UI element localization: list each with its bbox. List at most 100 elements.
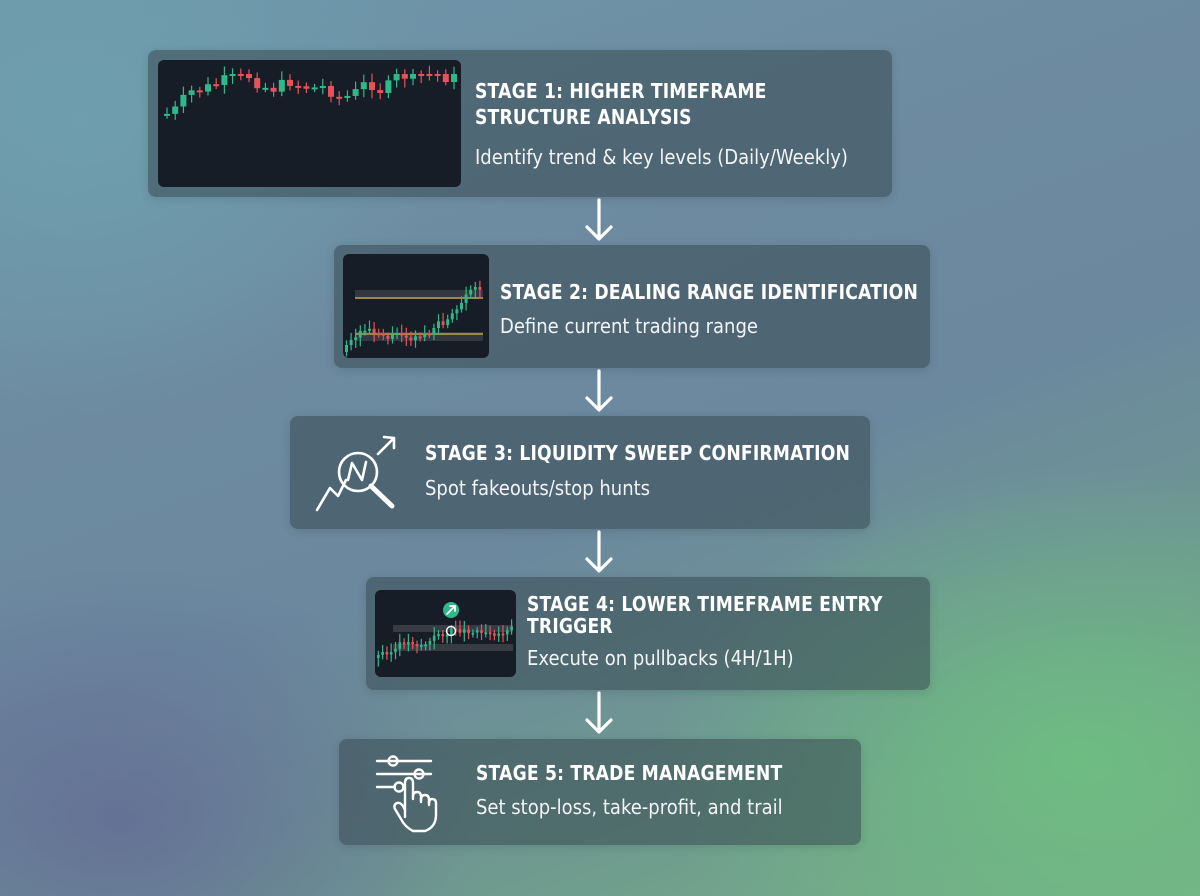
candle-body — [287, 79, 293, 86]
candle-body — [336, 96, 343, 99]
candle-body — [451, 74, 457, 83]
candle-body — [401, 74, 408, 79]
candle-body — [404, 335, 408, 338]
candle-body — [377, 654, 380, 658]
down-arrow-icon — [585, 198, 613, 241]
candle-body — [415, 644, 419, 647]
candle-body — [381, 651, 384, 655]
candle-body — [328, 86, 334, 97]
level-zone-high — [393, 625, 513, 632]
candle-body — [229, 74, 236, 76]
candle-body — [180, 94, 187, 107]
candle-body — [196, 90, 203, 93]
down-arrow-icon — [585, 691, 613, 734]
stage-1-card: STAGE 1: HIGHER TIMEFRAME STRUCTURE ANAL… — [148, 50, 892, 197]
candle-body — [311, 87, 318, 90]
candle-body — [471, 632, 475, 635]
candle-body — [345, 344, 348, 352]
candle-body — [437, 634, 440, 637]
candle-body — [501, 633, 505, 636]
candle-body — [303, 86, 310, 89]
candle-body — [389, 652, 393, 655]
candle-body — [385, 80, 392, 93]
candle-body — [445, 634, 449, 637]
candle-body — [450, 313, 454, 320]
candle-body — [467, 629, 470, 634]
stage-3-subtitle: Spot fakeouts/stop hunts — [425, 476, 651, 500]
level-zone-low — [393, 644, 513, 651]
candle-body — [205, 84, 211, 92]
candle-body — [278, 79, 285, 92]
candle-body — [246, 74, 252, 79]
candle-body — [377, 333, 381, 336]
candle-body — [395, 333, 399, 336]
candle-body — [497, 633, 500, 636]
candle-body — [473, 287, 477, 290]
candle-body — [418, 74, 425, 76]
candle-body — [455, 309, 459, 314]
candle-body — [409, 337, 413, 341]
candle-body — [295, 85, 302, 88]
candle-body — [368, 328, 371, 331]
candle-body — [510, 626, 513, 631]
stage-4-title: STAGE 4: LOWER TIMEFRAME ENTRY TRIGGER — [527, 592, 883, 638]
sliders-hand-icon — [375, 755, 438, 833]
candle-body — [254, 78, 261, 89]
candle-body — [434, 74, 441, 76]
stage-2-card: STAGE 2: DEALING RANGE IDENTIFICATION De… — [334, 245, 930, 368]
candle-body — [420, 645, 423, 648]
candle-body — [358, 330, 362, 338]
arrow-up-icon — [446, 605, 456, 615]
down-arrow-icon — [585, 369, 613, 412]
candle-body — [344, 95, 351, 98]
candle-body — [446, 319, 450, 326]
candle-body — [418, 336, 422, 339]
stage-5-card: STAGE 5: TRADE MANAGEMENT Set stop-loss,… — [339, 739, 861, 845]
candle-body — [432, 635, 436, 641]
candle-body — [411, 641, 414, 645]
stage-1-title: STAGE 1: HIGHER TIMEFRAME STRUCTURE ANAL… — [475, 79, 767, 129]
stage-3-title: STAGE 3: LIQUIDITY SWEEP CONFIRMATION — [425, 441, 851, 465]
candle-body — [432, 328, 436, 335]
candle-body — [164, 113, 170, 116]
candle-body — [394, 648, 397, 653]
candle-body — [480, 630, 483, 634]
candle-body — [352, 89, 359, 96]
candle-body — [475, 630, 479, 633]
stage-5-subtitle: Set stop-loss, take-profit, and trail — [476, 795, 783, 819]
candle-body — [506, 630, 509, 635]
stage-2-range-chart — [343, 254, 489, 358]
candle-body — [400, 333, 404, 336]
stage-1-subtitle: Identify trend & key levels (Daily/Weekl… — [475, 145, 848, 169]
candle-body — [442, 74, 449, 83]
candle-body — [319, 86, 326, 89]
candle-body — [424, 644, 427, 647]
candle-body — [493, 633, 496, 636]
candle-body — [427, 333, 431, 336]
candle-body — [423, 333, 427, 338]
candle-body — [484, 632, 488, 635]
candle-body — [407, 641, 410, 645]
candle-body — [450, 628, 453, 635]
candle-body — [213, 84, 220, 87]
candle-body — [349, 339, 353, 345]
down-arrow-icon — [585, 530, 613, 573]
candle-body — [363, 330, 367, 333]
candle-body — [262, 87, 269, 90]
candle-body — [441, 634, 445, 637]
stage-4-subtitle: Execute on pullbacks (4H/1H) — [527, 646, 794, 670]
candle-body — [385, 651, 389, 655]
candle-body — [464, 294, 468, 303]
candle-body — [414, 336, 417, 341]
stage-1-candlestick-chart — [158, 60, 461, 187]
range-zone-high — [355, 290, 483, 299]
candle-body — [372, 328, 376, 334]
stage-2-title: STAGE 2: DEALING RANGE IDENTIFICATION — [500, 280, 919, 304]
candle-body — [398, 642, 402, 649]
candle-body — [402, 642, 406, 645]
candle-body — [381, 333, 385, 336]
candle-body — [354, 337, 358, 340]
stage-4-entry-chart — [375, 590, 516, 677]
candle-body — [426, 74, 433, 76]
candle-body — [488, 632, 492, 635]
